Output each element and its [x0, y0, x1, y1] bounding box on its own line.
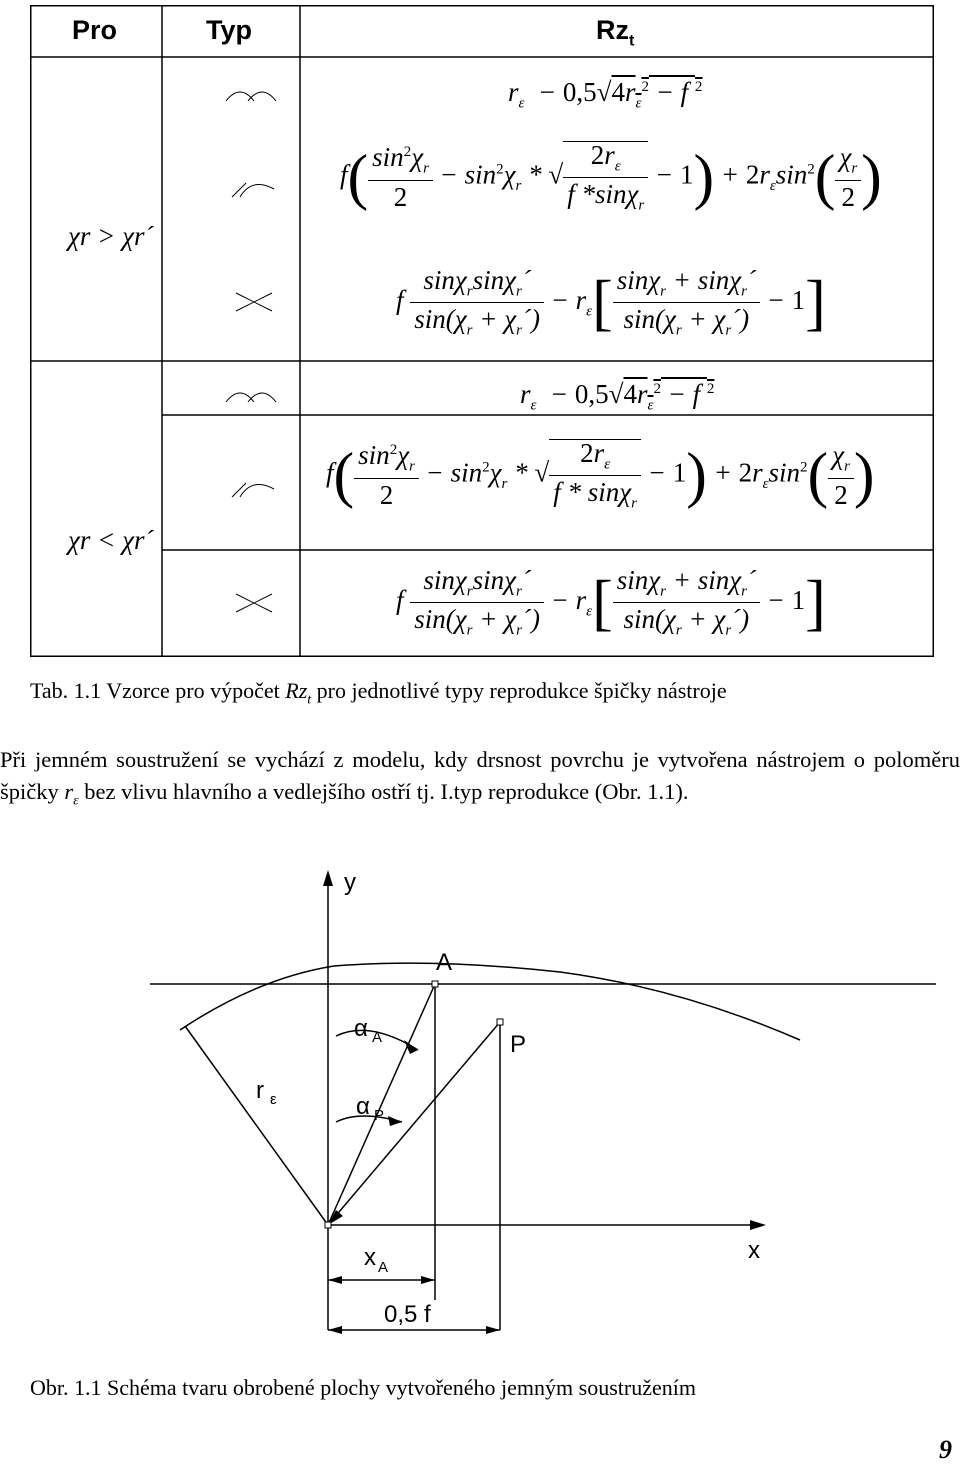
header-typ: Typ — [206, 15, 252, 45]
point-a-label: A — [436, 949, 452, 976]
svg-text:α: α — [356, 1093, 370, 1120]
arc-single-icon — [231, 482, 275, 498]
svg-text:ε: ε — [270, 1091, 277, 1108]
body-paragraph: Při jemném soustružení se vychází z mode… — [0, 747, 960, 809]
header-pro: Pro — [72, 15, 118, 45]
x-arrow-icon — [750, 1220, 766, 1230]
cross-icon — [235, 292, 273, 312]
point-p-label: P — [510, 1031, 526, 1058]
formula-row-1: rε − 0,5√4rε2 − f 2 — [508, 77, 703, 112]
point-p-marker — [496, 1018, 504, 1026]
page-number: 9 — [939, 1435, 952, 1464]
xa-label: x A — [364, 1244, 388, 1276]
formula-row-6: f sinχrsinχr´sin(χr + χr´) − rε[sinχr + … — [396, 565, 826, 639]
svg-text:A: A — [372, 1029, 382, 1046]
y-arrow-icon — [323, 870, 333, 886]
origin-marker — [324, 1221, 332, 1229]
cross-icon — [235, 593, 273, 613]
table-grid — [30, 5, 934, 657]
arc-single-icon — [231, 182, 275, 198]
svg-text:P: P — [374, 1107, 384, 1124]
svg-text:α: α — [354, 1015, 368, 1042]
group-label-greater: χr > χr´ — [68, 221, 154, 251]
surface-arc — [179, 962, 801, 1041]
arc-double-icon — [225, 91, 277, 102]
header-rzt: Rzt — [596, 15, 635, 50]
group-label-less: χr < χr´ — [68, 525, 154, 555]
svg-text:x: x — [364, 1244, 376, 1271]
radius-line-p — [327, 1021, 501, 1226]
formula-table: Pro Typ Rzt χr > χr´ χr < χr´ rε − 0,5√4… — [30, 5, 934, 657]
table-caption: Tab. 1.1 Vzorce pro výpočet Rzt pro jedn… — [30, 678, 727, 708]
alpha-a-label: α A — [354, 1015, 382, 1046]
arc-double-icon — [225, 392, 277, 403]
svg-text:A: A — [378, 1259, 388, 1276]
x-axis-label: x — [748, 1237, 760, 1264]
half-f-label: 0,5 f — [384, 1301, 431, 1328]
alpha-p-label: α P — [356, 1093, 384, 1124]
formula-row-3: f sinχrsinχr´sin(χr + χr´) − rε[sinχr + … — [396, 265, 826, 339]
point-a-marker — [431, 980, 439, 988]
y-axis-label: y — [344, 869, 356, 896]
radius-line-left — [184, 1025, 329, 1226]
radius-label: r ε — [256, 1077, 277, 1108]
svg-text:r: r — [256, 1077, 264, 1104]
figure-diagram: y x A P r ε α A α P x A 0,5 f — [150, 869, 936, 1334]
formula-row-4: rε − 0,5√4rε2 − f 2 — [520, 379, 715, 414]
figure-caption: Obr. 1.1 Schéma tvaru obrobené plochy vy… — [30, 1375, 696, 1400]
radius-line-a — [327, 983, 436, 1226]
